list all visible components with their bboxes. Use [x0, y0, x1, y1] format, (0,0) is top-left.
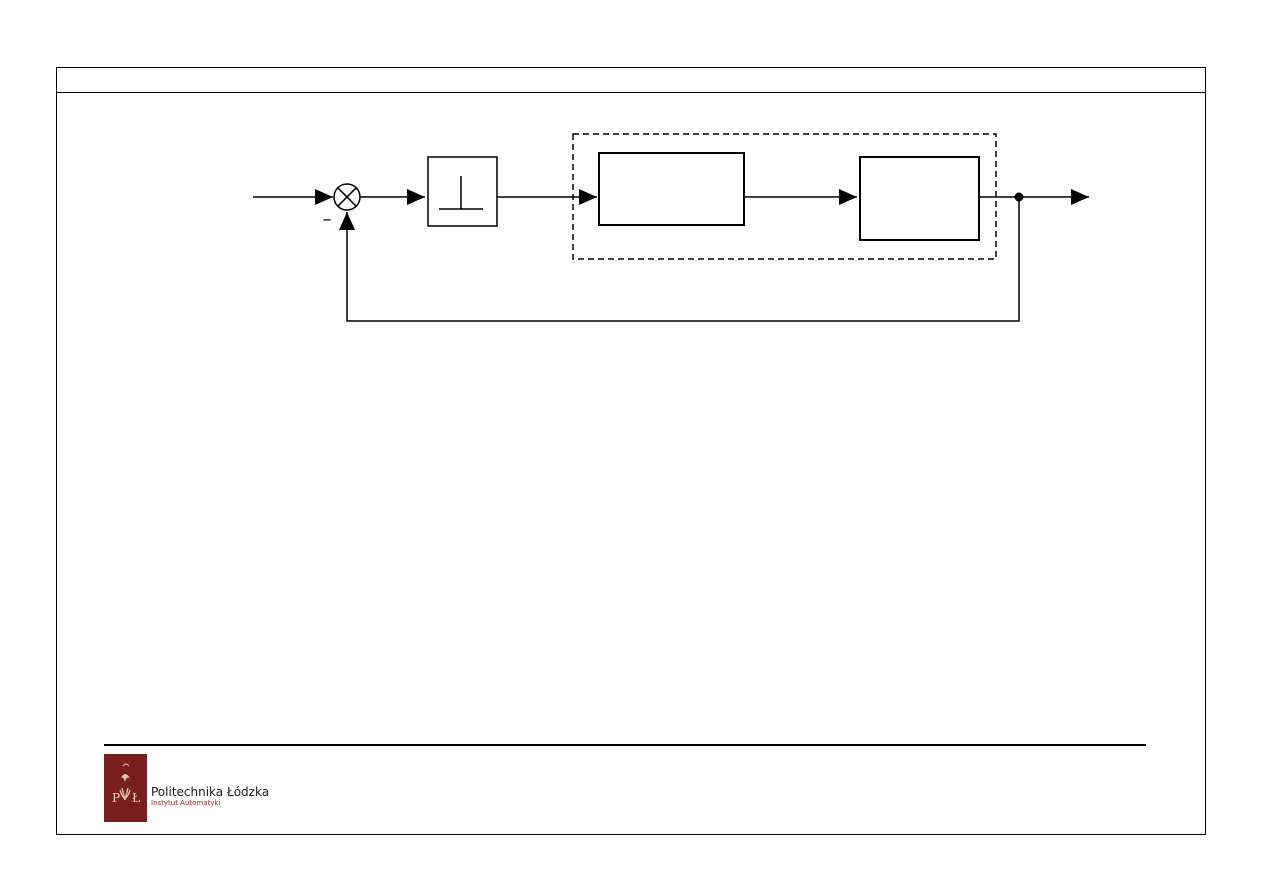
university-name: Politechnika Łódzka — [151, 785, 270, 799]
plant-block-1 — [598, 152, 745, 226]
institute-name: Instytut Automatyki — [151, 799, 221, 807]
header-rule — [56, 92, 1206, 93]
logo-text: Politechnika Łódzka Instytut Automatyki — [151, 786, 269, 807]
plant-block-2 — [859, 156, 980, 241]
footer-rule — [104, 744, 1146, 746]
university-logo: P Ł — [104, 754, 147, 822]
relay-characteristic-icon — [439, 176, 483, 210]
page-frame — [56, 67, 1206, 835]
svg-text:Ł: Ł — [132, 791, 140, 805]
svg-text:P: P — [112, 791, 120, 805]
summing-junction — [333, 183, 361, 211]
feedback-path — [339, 197, 1020, 322]
feedback-minus-sign: – — [323, 209, 332, 230]
relay-block — [427, 156, 498, 227]
